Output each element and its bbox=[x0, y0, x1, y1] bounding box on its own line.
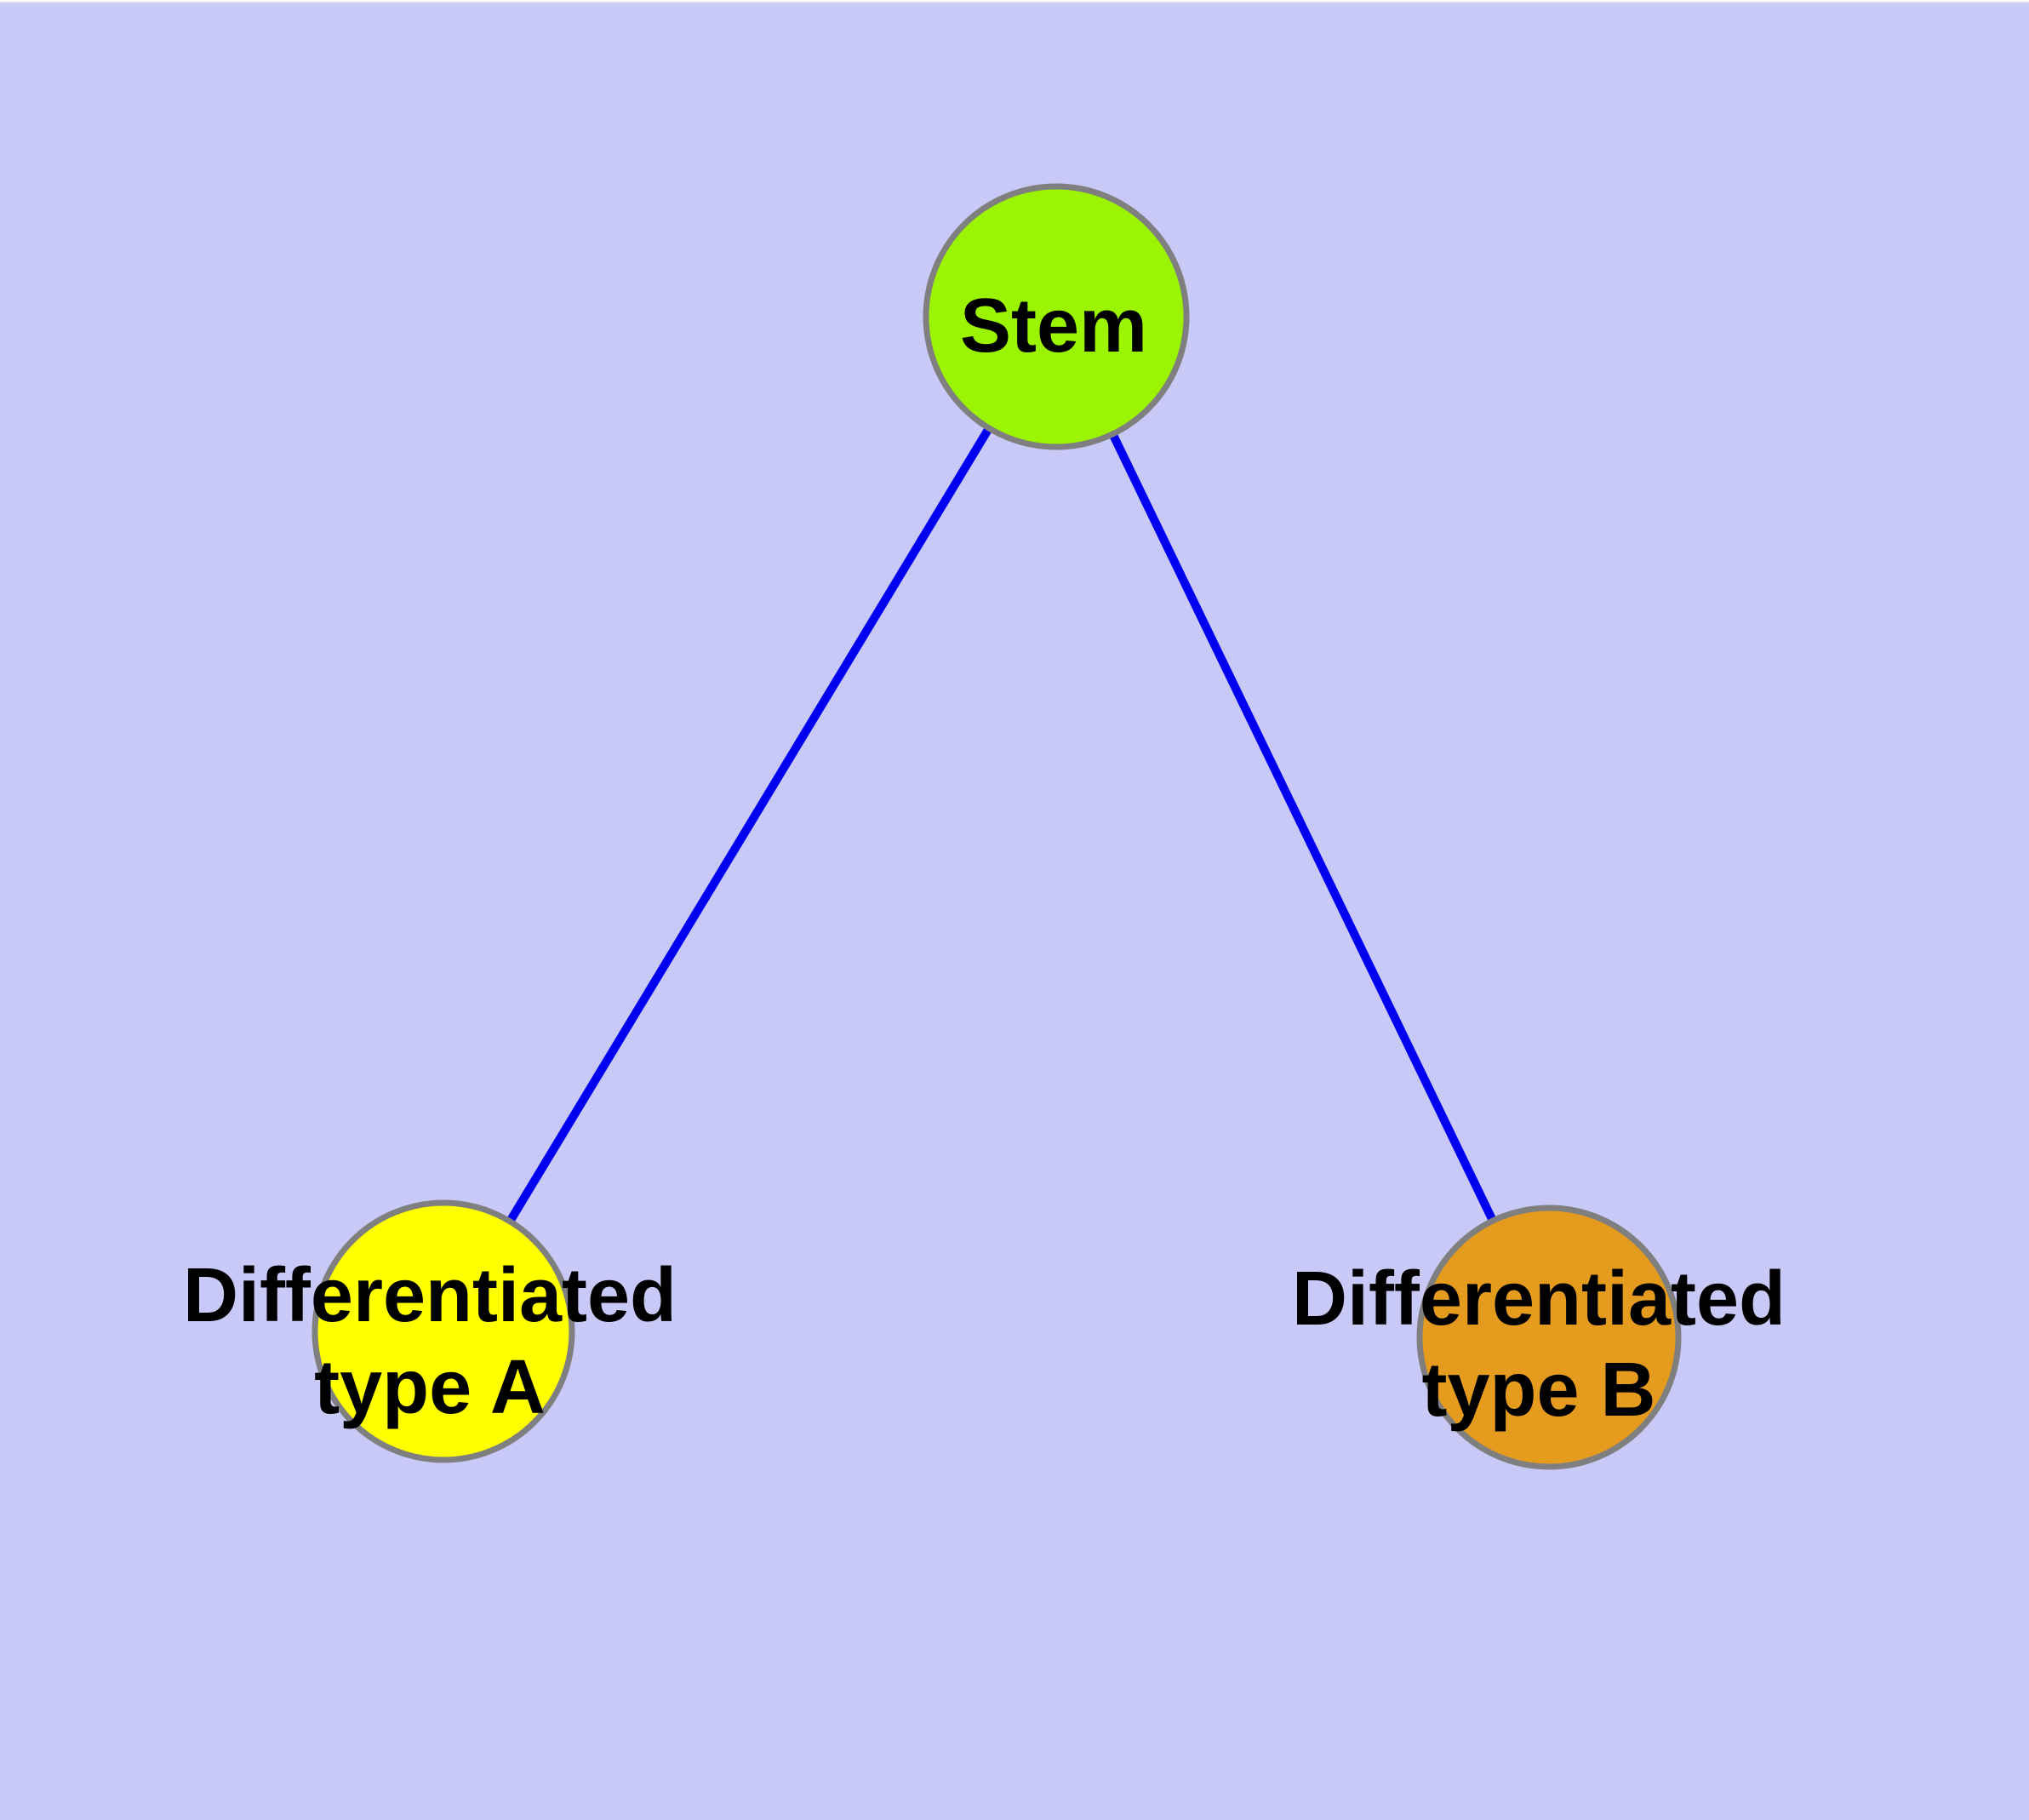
node-differentiated-type-b[interactable] bbox=[1416, 1205, 1682, 1470]
node-type-b-label-line2: type B bbox=[1421, 1348, 1655, 1433]
edge-stem-to-type-a bbox=[506, 426, 993, 1224]
node-stem[interactable] bbox=[923, 183, 1190, 450]
node-differentiated-type-a[interactable] bbox=[311, 1199, 575, 1463]
node-type-a-label-line2: type A bbox=[314, 1345, 546, 1430]
node-type-a-label-line1: Differentiated bbox=[183, 1253, 677, 1338]
node-stem-label: Stem bbox=[960, 283, 1147, 369]
window-top-edge-shade bbox=[0, 2, 2029, 3]
node-type-b-label-line1: Differentiated bbox=[1292, 1256, 1786, 1342]
edge-stem-to-type-b bbox=[1108, 431, 1497, 1223]
window-top-edge-highlight bbox=[0, 0, 2029, 2]
